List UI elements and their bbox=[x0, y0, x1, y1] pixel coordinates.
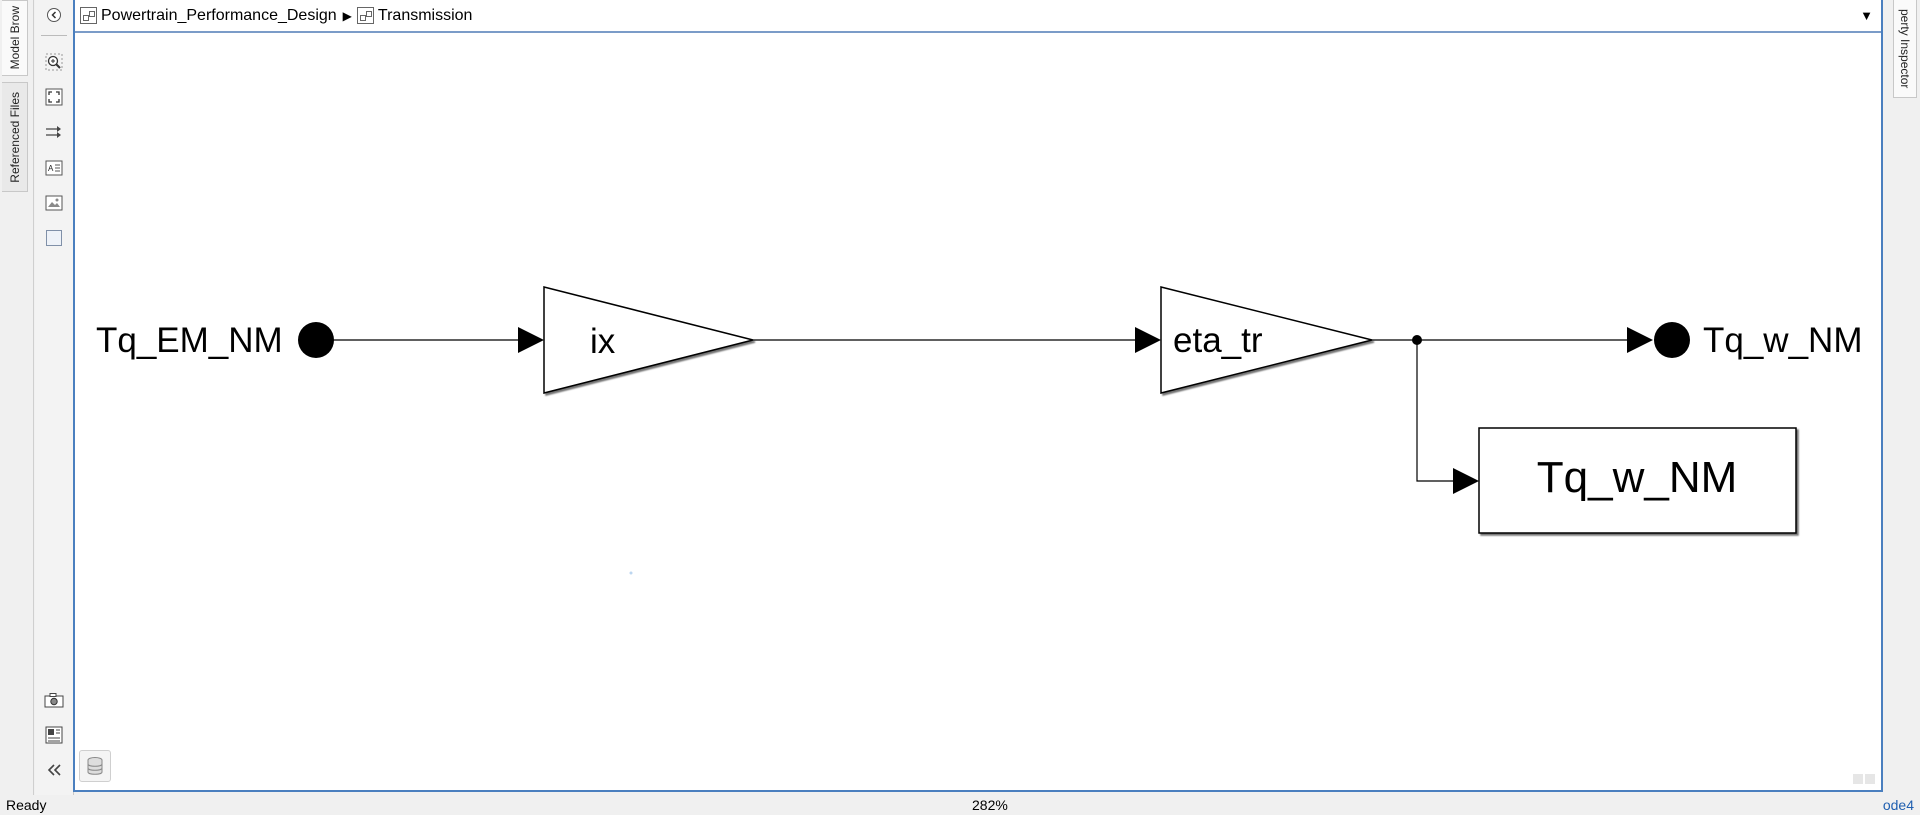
property-inspector-icon[interactable] bbox=[43, 724, 65, 746]
route-lines-icon[interactable] bbox=[43, 121, 65, 143]
palette-toolbar: A bbox=[35, 0, 74, 795]
gain-eta-tr-label: eta_tr bbox=[1173, 321, 1263, 360]
zoom-level: 282% bbox=[972, 797, 1008, 813]
gain-block-eta-tr[interactable] bbox=[1160, 286, 1373, 394]
subsystem-icon bbox=[356, 7, 374, 24]
image-icon[interactable] bbox=[43, 192, 65, 214]
outport-block[interactable] bbox=[1654, 322, 1690, 358]
breadcrumb-subsystem-label: Transmission bbox=[377, 6, 473, 24]
block-diagram: Tq_EM_NM ix eta_tr Tq_w_NM Tq_w_NM bbox=[96, 286, 1862, 575]
address-bar: Powertrain_Performance_Design ▶ Transmis… bbox=[75, 0, 1881, 33]
breadcrumb-model[interactable]: Powertrain_Performance_Design bbox=[80, 7, 337, 25]
display-block-label: Tq_w_NM bbox=[1537, 453, 1738, 502]
zoom-in-icon[interactable] bbox=[43, 51, 65, 73]
gain-ix-label: ix bbox=[590, 322, 616, 361]
area-icon[interactable] bbox=[43, 227, 65, 249]
outport-label: Tq_w_NM bbox=[1703, 321, 1862, 360]
status-text: Ready bbox=[6, 797, 47, 813]
breadcrumb-arrow-icon: ▶ bbox=[342, 8, 352, 23]
collapse-icon[interactable] bbox=[43, 759, 65, 781]
arrowheads bbox=[518, 327, 1653, 494]
tab-referenced-files[interactable]: Referenced Files bbox=[2, 82, 28, 192]
inport-label: Tq_EM_NM bbox=[96, 321, 283, 360]
status-bar: Ready 282% ode4 bbox=[0, 795, 1920, 815]
tab-property-inspector[interactable]: perty Inspector bbox=[1893, 0, 1917, 98]
tab-referenced-files-label: Referenced Files bbox=[7, 91, 22, 183]
tab-model-browser[interactable]: Model Brow bbox=[2, 0, 28, 76]
annotation-icon[interactable]: A bbox=[43, 157, 65, 179]
resize-grip[interactable] bbox=[1853, 774, 1877, 784]
gain-block-ix[interactable] bbox=[543, 286, 754, 394]
canvas-dot bbox=[629, 571, 633, 575]
database-icon bbox=[87, 757, 103, 775]
breadcrumb-subsystem[interactable]: Transmission bbox=[356, 6, 473, 25]
back-icon[interactable] bbox=[43, 4, 65, 26]
tab-property-inspector-label: perty Inspector bbox=[1898, 8, 1912, 89]
fit-to-view-icon[interactable] bbox=[43, 86, 65, 108]
tab-model-browser-label: Model Brow bbox=[7, 6, 22, 70]
svg-text:A: A bbox=[48, 164, 54, 173]
toolbar-divider bbox=[41, 35, 67, 36]
model-data-button[interactable] bbox=[79, 750, 111, 782]
signal-lines bbox=[333, 339, 1627, 482]
solver-link[interactable]: ode4 bbox=[1882, 797, 1914, 813]
breadcrumb-model-label: Powertrain_Performance_Design bbox=[101, 6, 337, 24]
model-canvas[interactable]: Powertrain_Performance_Design ▶ Transmis… bbox=[73, 0, 1883, 792]
model-icon bbox=[80, 7, 97, 24]
left-panel-tabs: Model Brow Referenced Files bbox=[0, 0, 34, 795]
inport-block[interactable] bbox=[298, 322, 334, 358]
camera-icon[interactable] bbox=[43, 689, 65, 711]
chevron-down-icon[interactable]: ▼ bbox=[1860, 8, 1873, 23]
display-block[interactable] bbox=[1478, 427, 1797, 534]
branch-point bbox=[1412, 335, 1422, 345]
